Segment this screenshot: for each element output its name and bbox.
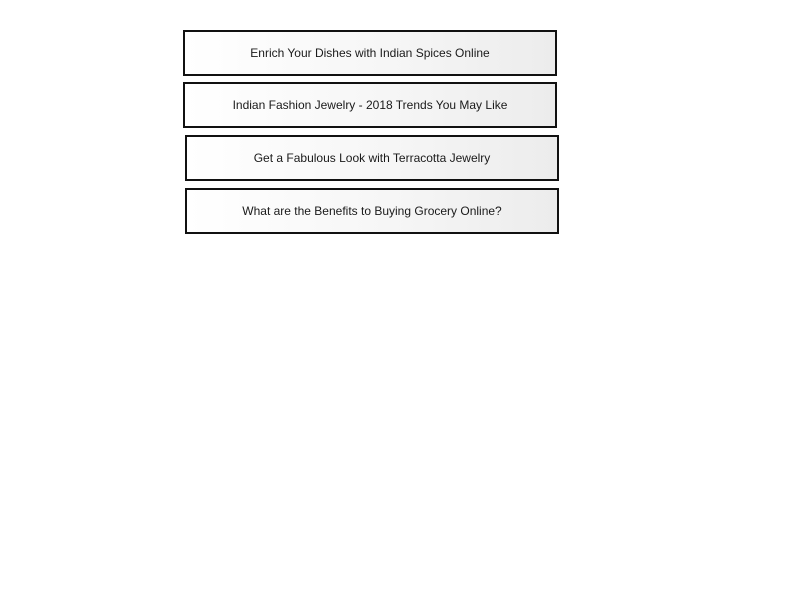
- article-link-label: What are the Benefits to Buying Grocery …: [242, 204, 502, 218]
- article-link-indian-spices[interactable]: Enrich Your Dishes with Indian Spices On…: [183, 30, 557, 76]
- article-link-label: Indian Fashion Jewelry - 2018 Trends You…: [232, 98, 508, 112]
- article-link-label: Enrich Your Dishes with Indian Spices On…: [250, 46, 490, 60]
- article-link-fashion-jewelry[interactable]: Indian Fashion Jewelry - 2018 Trends You…: [183, 82, 557, 128]
- article-link-terracotta-jewelry[interactable]: Get a Fabulous Look with Terracotta Jewe…: [185, 135, 559, 181]
- article-link-label: Get a Fabulous Look with Terracotta Jewe…: [253, 151, 491, 165]
- article-link-grocery-online[interactable]: What are the Benefits to Buying Grocery …: [185, 188, 559, 234]
